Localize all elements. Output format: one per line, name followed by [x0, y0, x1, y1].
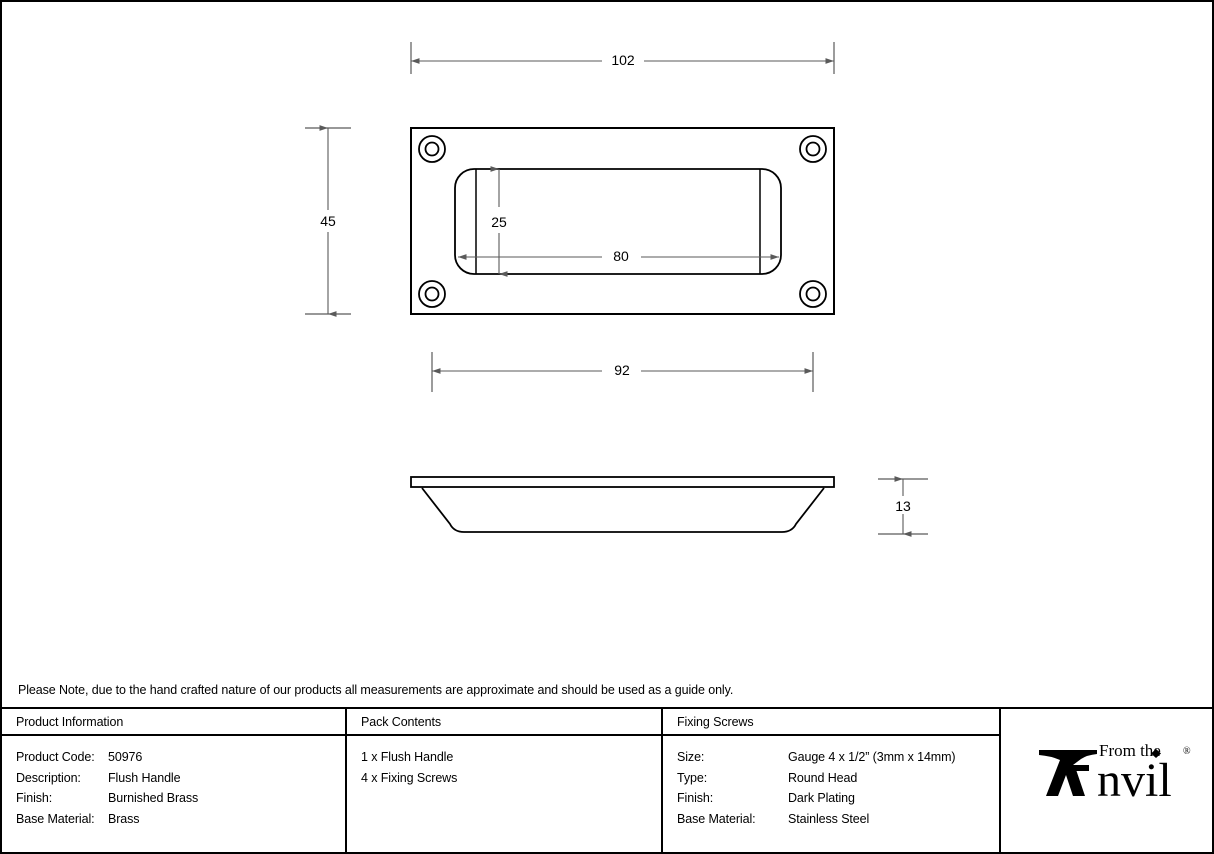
table-row: Description: Flush Handle	[16, 768, 345, 789]
dim-label-92: 92	[614, 362, 630, 378]
side-view-tray-profile	[421, 487, 825, 533]
logo-line2: nvil	[1097, 754, 1172, 802]
side-view	[410, 476, 835, 533]
table-row: Finish: Dark Plating	[677, 788, 999, 809]
field-label: Finish:	[677, 791, 714, 806]
screw-hole-bottom-right	[799, 280, 827, 308]
field-label: Product Code:	[16, 750, 95, 764]
column-body-product-information: Product Code: 50976 Description: Flush H…	[2, 736, 345, 829]
field-value: 50976	[108, 750, 143, 764]
dimension-recess-width: 80	[458, 248, 779, 264]
dim-label-80: 80	[613, 248, 629, 264]
dimension-cutout-width: 92	[431, 352, 814, 392]
technical-drawing-area: 102 45	[2, 2, 1212, 672]
field-value: Stainless Steel	[788, 811, 870, 826]
logo-cell: From the nvil ®	[1001, 709, 1212, 852]
side-view-flange	[410, 476, 835, 488]
anvil-shape	[1039, 750, 1097, 796]
column-logo: From the nvil ®	[1001, 709, 1212, 852]
field-value: Gauge 4 x 1/2” (3mm x 14mm)	[788, 750, 956, 764]
table-row: Product Code: 50976	[16, 747, 345, 768]
recess-outline	[454, 168, 782, 275]
technical-drawing-svg: 102 45	[305, 42, 928, 537]
product-info-table: Please Note, due to the hand crafted nat…	[2, 672, 1212, 852]
column-body-fixing-screws: Size: Gauge 4 x 1/2” (3mm x 14mm) Type: …	[663, 736, 999, 829]
field-value: Dark Plating	[788, 791, 855, 806]
field-value: Round Head	[788, 770, 858, 785]
dim-label-45: 45	[320, 213, 336, 229]
list-item: 1 x Flush Handle	[361, 750, 454, 764]
registered-mark: ®	[1183, 746, 1191, 757]
column-fixing-screws: Fixing Screws Size: Gauge 4 x 1/2” (3mm …	[663, 709, 1001, 852]
screw-hole-bottom-left	[418, 280, 446, 308]
dim-label-102: 102	[611, 52, 635, 68]
table-row: Finish: Burnished Brass	[16, 788, 345, 809]
field-label: Type:	[677, 770, 708, 785]
table-row: Base Material: Stainless Steel	[677, 809, 999, 830]
column-product-information: Product Information Product Code: 50976 …	[2, 709, 347, 852]
anvil-logo-icon: From the nvil ®	[1039, 741, 1191, 802]
dimension-overall-width: 102	[410, 42, 835, 74]
dimension-depth: 13	[878, 476, 928, 537]
field-label: Base Material:	[16, 811, 95, 826]
table-row: Base Material: Brass	[16, 809, 345, 830]
dim-label-13: 13	[895, 498, 911, 514]
diamond-bullet-icon	[1151, 749, 1161, 758]
note-text: Please Note, due to the hand crafted nat…	[18, 682, 734, 697]
column-heading-product-information: Product Information	[2, 709, 345, 736]
list-item: 4 x Fixing Screws	[361, 770, 458, 785]
screw-hole-top-right	[799, 135, 827, 163]
front-view	[410, 127, 835, 315]
column-pack-contents: Pack Contents 1 x Flush Handle 4 x Fixin…	[347, 709, 663, 852]
brand-logo: From the nvil ®	[1023, 734, 1199, 802]
column-heading-fixing-screws: Fixing Screws	[663, 709, 999, 736]
field-value: Brass	[108, 811, 140, 826]
dim-label-25: 25	[491, 214, 507, 230]
field-value: Flush Handle	[108, 770, 181, 785]
table-row: Type: Round Head	[677, 768, 999, 789]
column-heading-pack-contents: Pack Contents	[347, 709, 661, 736]
field-label: Description:	[16, 770, 81, 785]
field-label: Size:	[677, 750, 705, 764]
dimension-recess-height: 25	[490, 166, 508, 277]
column-body-pack-contents: 1 x Flush Handle 4 x Fixing Screws	[347, 736, 661, 788]
dimension-overall-height: 45	[305, 125, 351, 317]
table-row: Size: Gauge 4 x 1/2” (3mm x 14mm)	[677, 747, 999, 768]
note-row: Please Note, due to the hand crafted nat…	[2, 672, 1212, 709]
field-label: Base Material:	[677, 811, 756, 826]
table-columns: Product Information Product Code: 50976 …	[2, 709, 1212, 852]
field-label: Finish:	[16, 791, 53, 806]
screw-hole-top-left	[418, 135, 446, 163]
logo-line1: From the	[1099, 741, 1161, 760]
field-value: Burnished Brass	[108, 791, 199, 806]
face-plate-outline	[410, 127, 835, 315]
